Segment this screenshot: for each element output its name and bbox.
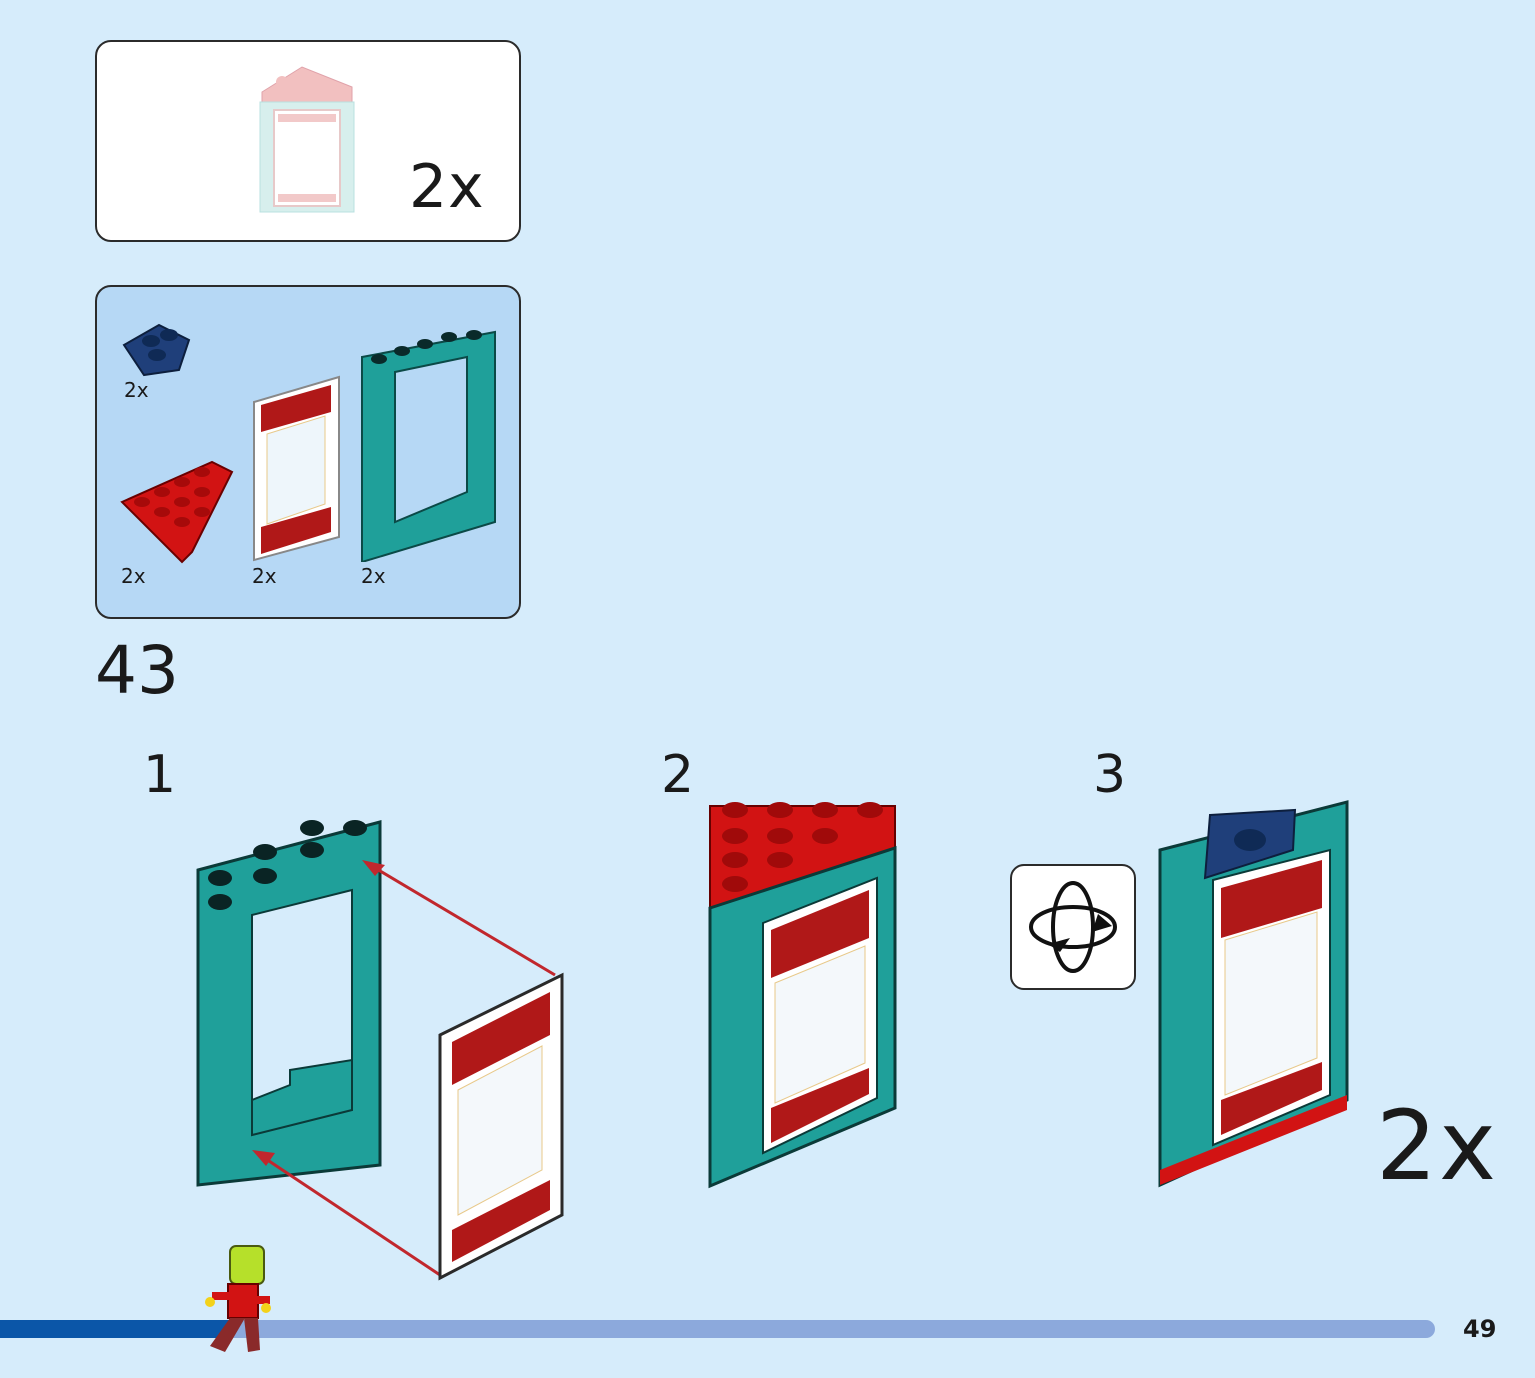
part-quantity: 2x xyxy=(361,564,386,588)
progress-bar-fill xyxy=(0,1320,230,1338)
part-quantity: 2x xyxy=(252,564,277,588)
substep-2-illustration xyxy=(708,802,897,1189)
red-wedge-plate-icon xyxy=(120,460,234,564)
final-quantity: 2x xyxy=(1376,1090,1498,1202)
substep-1-illustration xyxy=(196,820,564,1281)
substep-3-illustration xyxy=(1158,800,1349,1188)
substep-number: 1 xyxy=(143,745,177,805)
rotate-model-callout xyxy=(1010,864,1136,990)
progress-bar-track xyxy=(0,1320,1435,1338)
parts-list-callout: 2x 2x 2x 2x xyxy=(95,285,521,619)
rotate-icon xyxy=(1029,881,1117,973)
page-number: 49 xyxy=(1463,1315,1497,1343)
submodel-quantity: 2x xyxy=(409,152,485,222)
teal-window-frame-icon xyxy=(361,330,496,562)
submodel-preview-image xyxy=(259,66,355,213)
step-number: 43 xyxy=(95,632,179,709)
minifigure-runner-icon xyxy=(205,1245,271,1352)
submodel-callout: 2x xyxy=(95,40,521,242)
printed-glass-panel-icon xyxy=(253,375,340,562)
substep-number: 3 xyxy=(1093,745,1127,805)
dark-blue-wedge-plate-icon xyxy=(122,323,191,377)
substep-number: 2 xyxy=(661,745,695,805)
part-quantity: 2x xyxy=(124,378,149,402)
part-quantity: 2x xyxy=(121,564,146,588)
